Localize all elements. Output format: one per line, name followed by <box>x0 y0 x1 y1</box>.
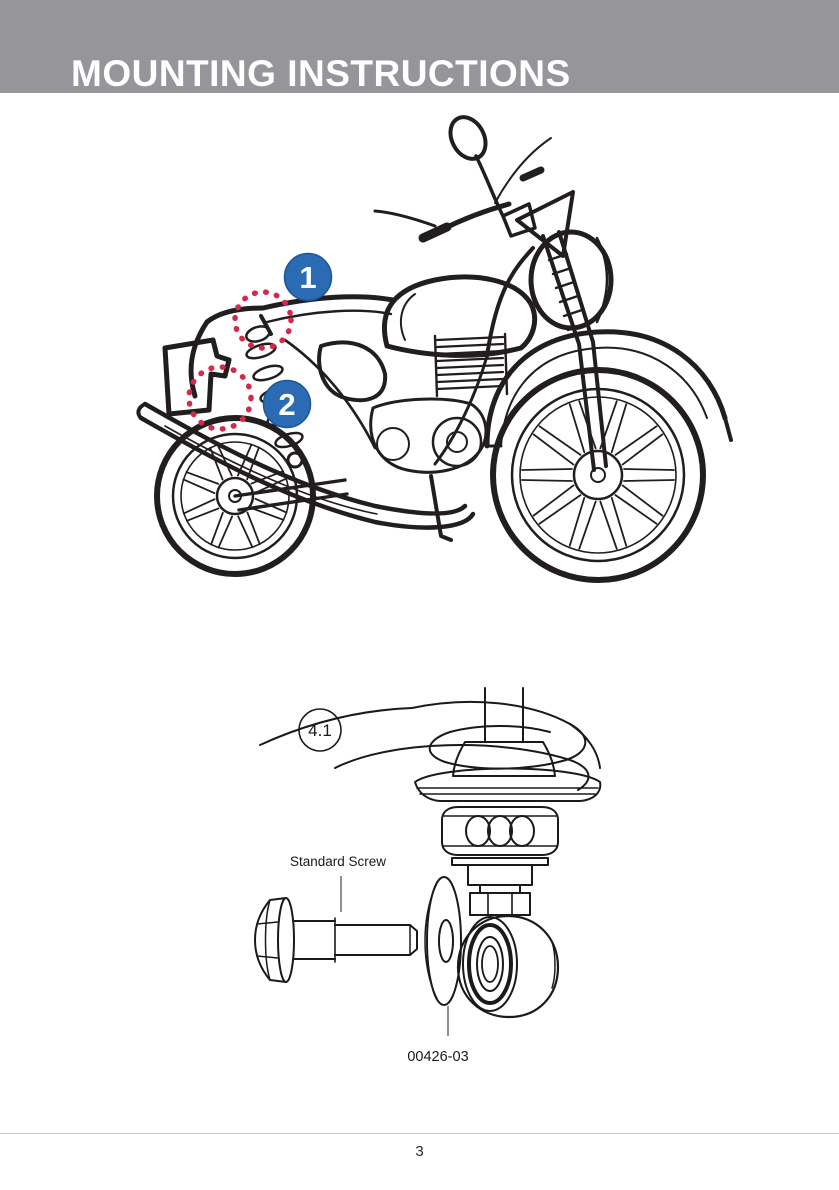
kickstand-illustration <box>429 474 453 542</box>
washer-illustration <box>424 876 462 1006</box>
handlebar-mirror-illustration <box>373 115 552 243</box>
spring-coil-illustration <box>259 687 601 791</box>
front-wheel-illustration <box>490 367 706 583</box>
part-number-label: 00426-03 <box>407 1049 468 1065</box>
frame-illustration <box>283 246 535 466</box>
spring-seat-illustration <box>414 767 602 802</box>
headlight-illustration <box>515 190 614 331</box>
highlight-circle-2 <box>186 364 254 432</box>
shock-mount-figure: 4.1 Standard Screw 00426-03 <box>254 687 602 1065</box>
seat-tail-illustration <box>162 294 396 417</box>
motorcycle-figure: 1 2 <box>136 115 733 583</box>
fuel-tank-illustration <box>381 274 538 358</box>
shock-shaft-illustration <box>451 857 549 916</box>
shock-eye-illustration <box>456 914 560 1019</box>
screw-label: Standard Screw <box>290 854 386 869</box>
rear-shock-illustration <box>245 314 304 469</box>
page-number: 3 <box>415 1143 424 1160</box>
side-panel-illustration <box>317 340 388 403</box>
engine-illustration <box>369 332 509 474</box>
adjuster-nut-illustration <box>441 806 559 856</box>
page-title: MOUNTING INSTRUCTIONS <box>71 53 571 94</box>
callout-1-label: 1 <box>299 260 316 295</box>
callout-2-label: 2 <box>278 387 295 422</box>
figure-ref-badge: 4.1 <box>298 708 342 752</box>
front-fender-illustration <box>484 329 733 449</box>
screw-illustration <box>254 897 418 983</box>
exhaust-illustration <box>136 401 476 530</box>
figure-ref-label: 4.1 <box>308 721 332 740</box>
footer-divider <box>0 1133 839 1134</box>
highlight-circle-1 <box>232 289 294 351</box>
callout-1-badge: 1 <box>283 252 333 302</box>
header-bar <box>0 0 839 93</box>
callout-2-badge: 2 <box>262 379 312 429</box>
